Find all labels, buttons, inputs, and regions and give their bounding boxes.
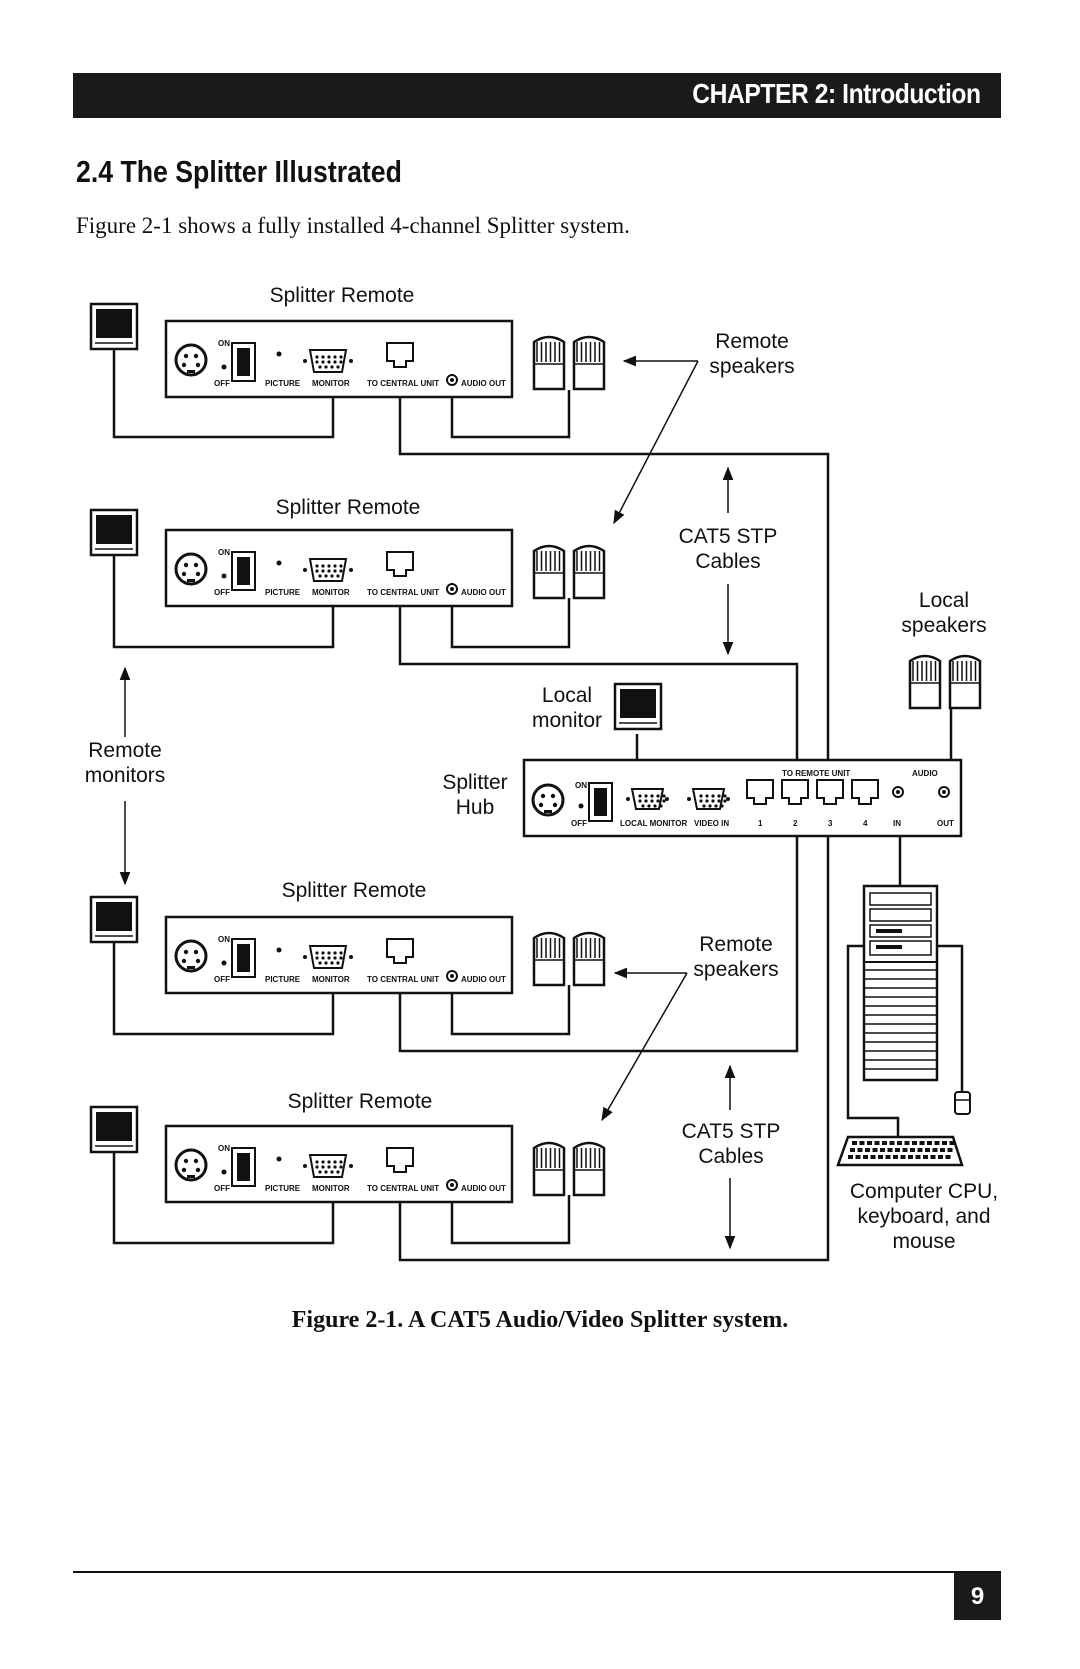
remote-off-label: OFF bbox=[214, 1184, 230, 1193]
remote-speakers-4 bbox=[532, 1141, 606, 1197]
remote-picture-label: PICTURE bbox=[265, 379, 301, 388]
hub-port-label-3: 3 bbox=[828, 819, 833, 828]
mouse bbox=[954, 1091, 971, 1115]
remote-off-label: OFF bbox=[214, 379, 230, 388]
hub-out-label: OUT bbox=[937, 819, 954, 828]
remote-speakers-label-1b: speakers bbox=[709, 355, 794, 378]
remote-to-central-unit-label: TO CENTRAL UNIT bbox=[367, 975, 439, 984]
splitter-hub-label-a: Splitter bbox=[442, 771, 507, 794]
hub-video-in-label: VIDEO IN bbox=[694, 819, 729, 828]
remote-to-central-unit-label: TO CENTRAL UNIT bbox=[367, 379, 439, 388]
remote-speakers-3 bbox=[532, 931, 606, 987]
computer-label-c: mouse bbox=[892, 1230, 955, 1253]
local-speakers bbox=[908, 654, 982, 710]
remote-monitors-label-b: monitors bbox=[85, 764, 166, 787]
remote-on-label: ON bbox=[218, 935, 230, 944]
remote-on-label: ON bbox=[218, 339, 230, 348]
remote-speakers-2 bbox=[532, 544, 606, 600]
remote-picture-label: PICTURE bbox=[265, 588, 301, 597]
remote-speakers-1 bbox=[532, 335, 606, 391]
local-speakers-label-a: Local bbox=[919, 589, 969, 612]
hub-to-remote-unit-label: TO REMOTE UNIT bbox=[782, 769, 850, 778]
remote-monitor-2 bbox=[89, 508, 139, 557]
chapter-header-bar: CHAPTER 2: Introduction bbox=[73, 73, 1001, 118]
remote-audio-out-label: AUDIO OUT bbox=[461, 588, 506, 597]
splitter-remote-2: ON OFF PICTURE MONITOR TO CENTRAL UNIT AUDIO … bbox=[164, 528, 514, 608]
hub-port-label-4: 4 bbox=[863, 819, 868, 828]
local-monitor bbox=[613, 682, 663, 731]
chapter-title: CHAPTER 2: Introduction bbox=[692, 78, 982, 109]
hub-in-label: IN bbox=[893, 819, 901, 828]
remote-monitor-label: MONITOR bbox=[312, 975, 350, 984]
remote-on-label: ON bbox=[218, 548, 230, 557]
remote-monitor-label: MONITOR bbox=[312, 588, 350, 597]
remote-monitors-label-a: Remote bbox=[88, 739, 162, 762]
splitter-remote-4: ON OFF PICTURE MONITOR TO CENTRAL UNIT AUDIO … bbox=[164, 1124, 514, 1204]
remote-audio-out-label: AUDIO OUT bbox=[461, 1184, 506, 1193]
cat5-cables-label-2a: CAT5 STP bbox=[682, 1120, 781, 1143]
remote-to-central-unit-label: TO CENTRAL UNIT bbox=[367, 1184, 439, 1193]
hub-local-monitor-label: LOCAL MONITOR bbox=[620, 819, 687, 828]
remote-speakers-label-1a: Remote bbox=[715, 330, 789, 353]
section-heading: 2.4 The Splitter Illustrated bbox=[76, 154, 402, 189]
splitter-remote-label-2: Splitter Remote bbox=[276, 496, 421, 519]
remote-monitor-1 bbox=[89, 302, 139, 351]
remote-monitor-3 bbox=[89, 895, 139, 944]
page-number: 9 bbox=[954, 1573, 1001, 1620]
hub-on-label: ON bbox=[575, 781, 587, 790]
remote-monitor-label: MONITOR bbox=[312, 1184, 350, 1193]
footer-rule bbox=[73, 1571, 1001, 1573]
splitter-hub-label-b: Hub bbox=[456, 796, 495, 819]
remote-picture-label: PICTURE bbox=[265, 1184, 301, 1193]
remote-audio-out-label: AUDIO OUT bbox=[461, 975, 506, 984]
splitter-remote-3: ON OFF PICTURE MONITOR TO CENTRAL UNIT AUDIO … bbox=[164, 915, 514, 995]
remote-monitor-4 bbox=[89, 1105, 139, 1154]
intro-paragraph: Figure 2-1 shows a fully installed 4-cha… bbox=[76, 213, 630, 238]
local-monitor-label-a: Local bbox=[542, 684, 592, 707]
splitter-remote-label-1: Splitter Remote bbox=[270, 284, 415, 307]
computer-cpu bbox=[862, 884, 939, 1082]
local-speakers-label-b: speakers bbox=[901, 614, 986, 637]
remote-off-label: OFF bbox=[214, 588, 230, 597]
remote-audio-out-label: AUDIO OUT bbox=[461, 379, 506, 388]
hub-port-label-2: 2 bbox=[793, 819, 798, 828]
cable-wiring bbox=[112, 349, 964, 1262]
remote-off-label: OFF bbox=[214, 975, 230, 984]
hub-off-label: OFF bbox=[571, 819, 587, 828]
cat5-cables-label-1a: CAT5 STP bbox=[679, 525, 778, 548]
annotation-arrows bbox=[119, 355, 736, 1250]
computer-label-b: keyboard, and bbox=[857, 1205, 990, 1228]
cat5-cables-label-2b: Cables bbox=[698, 1145, 763, 1168]
local-monitor-label-b: monitor bbox=[532, 709, 602, 732]
remote-picture-label: PICTURE bbox=[265, 975, 301, 984]
remote-to-central-unit-label: TO CENTRAL UNIT bbox=[367, 588, 439, 597]
remote-speakers-label-2b: speakers bbox=[693, 958, 778, 981]
cat5-cables-label-1b: Cables bbox=[695, 550, 760, 573]
figure-caption: Figure 2-1. A CAT5 Audio/Video Splitter … bbox=[291, 1307, 789, 1333]
keyboard bbox=[836, 1135, 964, 1167]
computer-label-a: Computer CPU, bbox=[850, 1180, 998, 1203]
splitter-remote-label-4: Splitter Remote bbox=[288, 1090, 433, 1113]
hub-port-label-1: 1 bbox=[758, 819, 763, 828]
diagram-labels: Splitter Remote Splitter Remote Splitter… bbox=[85, 284, 998, 1253]
splitter-hub: ON OFF LOCAL MONITOR VIDEO IN TO REMOTE … bbox=[522, 758, 963, 838]
splitter-remote-label-3: Splitter Remote bbox=[282, 879, 427, 902]
remote-on-label: ON bbox=[218, 1144, 230, 1153]
splitter-remote-1: ON OFF PICTURE MONITOR TO CENTRAL UNIT AUDIO … bbox=[164, 319, 514, 399]
remote-monitor-label: MONITOR bbox=[312, 379, 350, 388]
remote-speakers-label-2a: Remote bbox=[699, 933, 773, 956]
hub-audio-label: AUDIO bbox=[912, 769, 938, 778]
